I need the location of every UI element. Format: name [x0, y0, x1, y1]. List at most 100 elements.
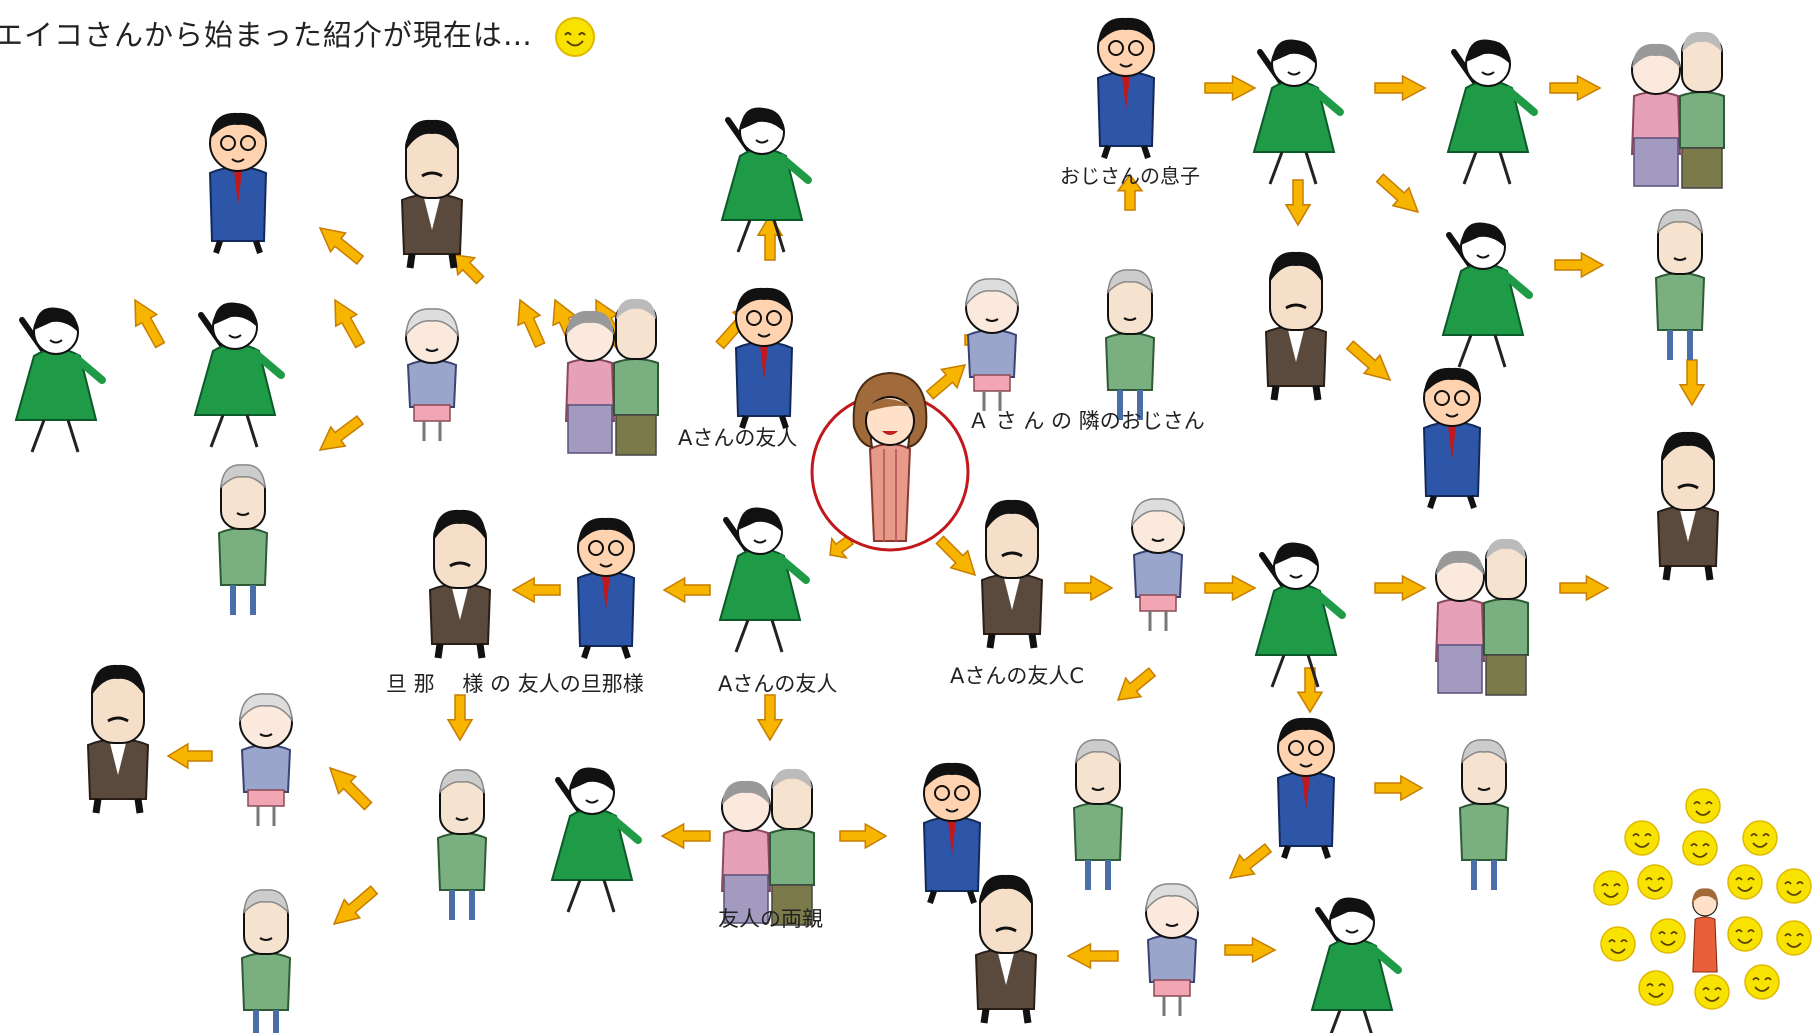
person-figure	[208, 112, 268, 254]
person-figure	[564, 298, 659, 456]
flow-arrow	[166, 742, 213, 770]
flow-arrow	[756, 694, 784, 742]
label-neighbor-son: おじさんの息子	[1060, 164, 1200, 188]
person-figure	[428, 509, 492, 659]
label-neighbor: Ａ さ ん の 隣のおじさん	[968, 409, 1205, 433]
person-figure	[922, 762, 982, 904]
flow-arrow	[334, 298, 366, 349]
person-figure	[576, 517, 636, 659]
flow-arrow	[1116, 667, 1157, 701]
person-figure	[1254, 542, 1346, 688]
smiley-icon	[1638, 970, 1674, 1006]
person-figure	[1630, 31, 1725, 189]
person-figure	[718, 507, 810, 653]
person-figure	[734, 287, 794, 429]
flow-arrow	[1228, 843, 1273, 879]
person-figure	[436, 769, 488, 920]
smiley-icon	[1776, 920, 1812, 956]
person-figure	[1310, 897, 1402, 1033]
smiley-icon	[1727, 864, 1763, 900]
flow-arrow	[517, 298, 546, 349]
smiley-icon	[1727, 916, 1763, 952]
person-figure	[965, 278, 1019, 411]
flow-arrow	[1204, 74, 1257, 102]
flow-arrow	[662, 576, 711, 604]
person-figure	[1656, 431, 1720, 581]
flow-arrow	[1374, 574, 1427, 602]
flow-arrow	[1375, 173, 1420, 214]
smiley-icon	[555, 17, 596, 57]
smiley-icon	[1694, 974, 1730, 1010]
flow-arrow	[1554, 251, 1605, 279]
flow-arrow	[1066, 942, 1119, 970]
person-figure	[974, 874, 1038, 1024]
flow-arrow	[446, 694, 474, 742]
flow-arrow	[1224, 936, 1277, 964]
person-figure	[1446, 39, 1538, 185]
eiko-center	[810, 371, 970, 552]
person-figure	[1441, 222, 1533, 368]
flow-arrow	[511, 576, 561, 604]
flow-arrow	[935, 535, 977, 577]
person-figure	[1422, 367, 1482, 509]
flow-arrow	[1116, 173, 1144, 211]
flow-arrow	[839, 822, 888, 850]
label-friend-c: Aさんの友人C	[950, 664, 1085, 688]
person-figure	[550, 767, 642, 913]
flow-arrow	[1345, 340, 1392, 382]
person-figure	[1145, 883, 1199, 1016]
flow-arrow	[1296, 667, 1324, 714]
person-figure	[86, 664, 150, 814]
smiley-icon	[1593, 870, 1629, 906]
flow-arrow	[1374, 74, 1427, 102]
person-figure	[980, 499, 1044, 649]
smiley-icon	[1776, 868, 1812, 904]
flow-arrow	[1284, 179, 1312, 227]
person-figure	[14, 307, 106, 453]
smiley-icon	[1637, 864, 1673, 900]
flow-arrow	[1678, 359, 1706, 407]
label-husband-friend: 旦 那 様 の 友人の旦那様	[386, 672, 644, 696]
label-friend-a-top: Aさんの友人	[678, 426, 798, 450]
smiley-icon	[1742, 820, 1778, 856]
eiko-small	[1691, 888, 1719, 973]
smiley-icon	[1682, 830, 1718, 866]
flow-arrow	[1549, 74, 1602, 102]
flow-arrow	[1374, 774, 1424, 802]
person-figure	[1096, 17, 1156, 159]
smiley-icon	[1600, 926, 1636, 962]
person-figure	[1264, 251, 1328, 401]
person-figure	[1458, 739, 1510, 890]
person-figure	[240, 889, 292, 1033]
person-figure	[1131, 498, 1185, 631]
title-text: エイコさんから始まった紹介が現在は…	[0, 18, 533, 52]
smiley-icon	[1744, 964, 1780, 1000]
smiley-cluster	[1593, 788, 1812, 1010]
person-figure	[720, 107, 812, 253]
page-title: エイコさんから始まった紹介が現在は…	[0, 12, 597, 59]
person-figure	[1072, 739, 1124, 890]
person-figure	[217, 464, 269, 615]
person-figure	[1654, 209, 1706, 360]
person-figure	[1252, 39, 1344, 185]
flow-arrow	[1559, 574, 1610, 602]
person-figure	[239, 693, 293, 826]
flow-arrow	[454, 254, 485, 285]
flow-arrow	[328, 766, 373, 811]
flow-arrow	[332, 885, 379, 926]
label-friend-parents: 友人の両親	[718, 907, 823, 931]
smiley-icon	[1685, 788, 1721, 824]
person-figure	[193, 302, 285, 448]
flow-arrow	[1064, 574, 1114, 602]
flow-arrow	[925, 364, 967, 400]
person-figure	[1276, 717, 1336, 859]
person-figure	[405, 308, 459, 441]
flow-arrow	[318, 226, 365, 265]
flow-arrow	[1204, 574, 1257, 602]
person-figure	[1434, 538, 1529, 696]
flow-arrow	[318, 414, 365, 451]
smiley-icon	[1650, 918, 1686, 954]
flow-arrow	[660, 822, 711, 850]
